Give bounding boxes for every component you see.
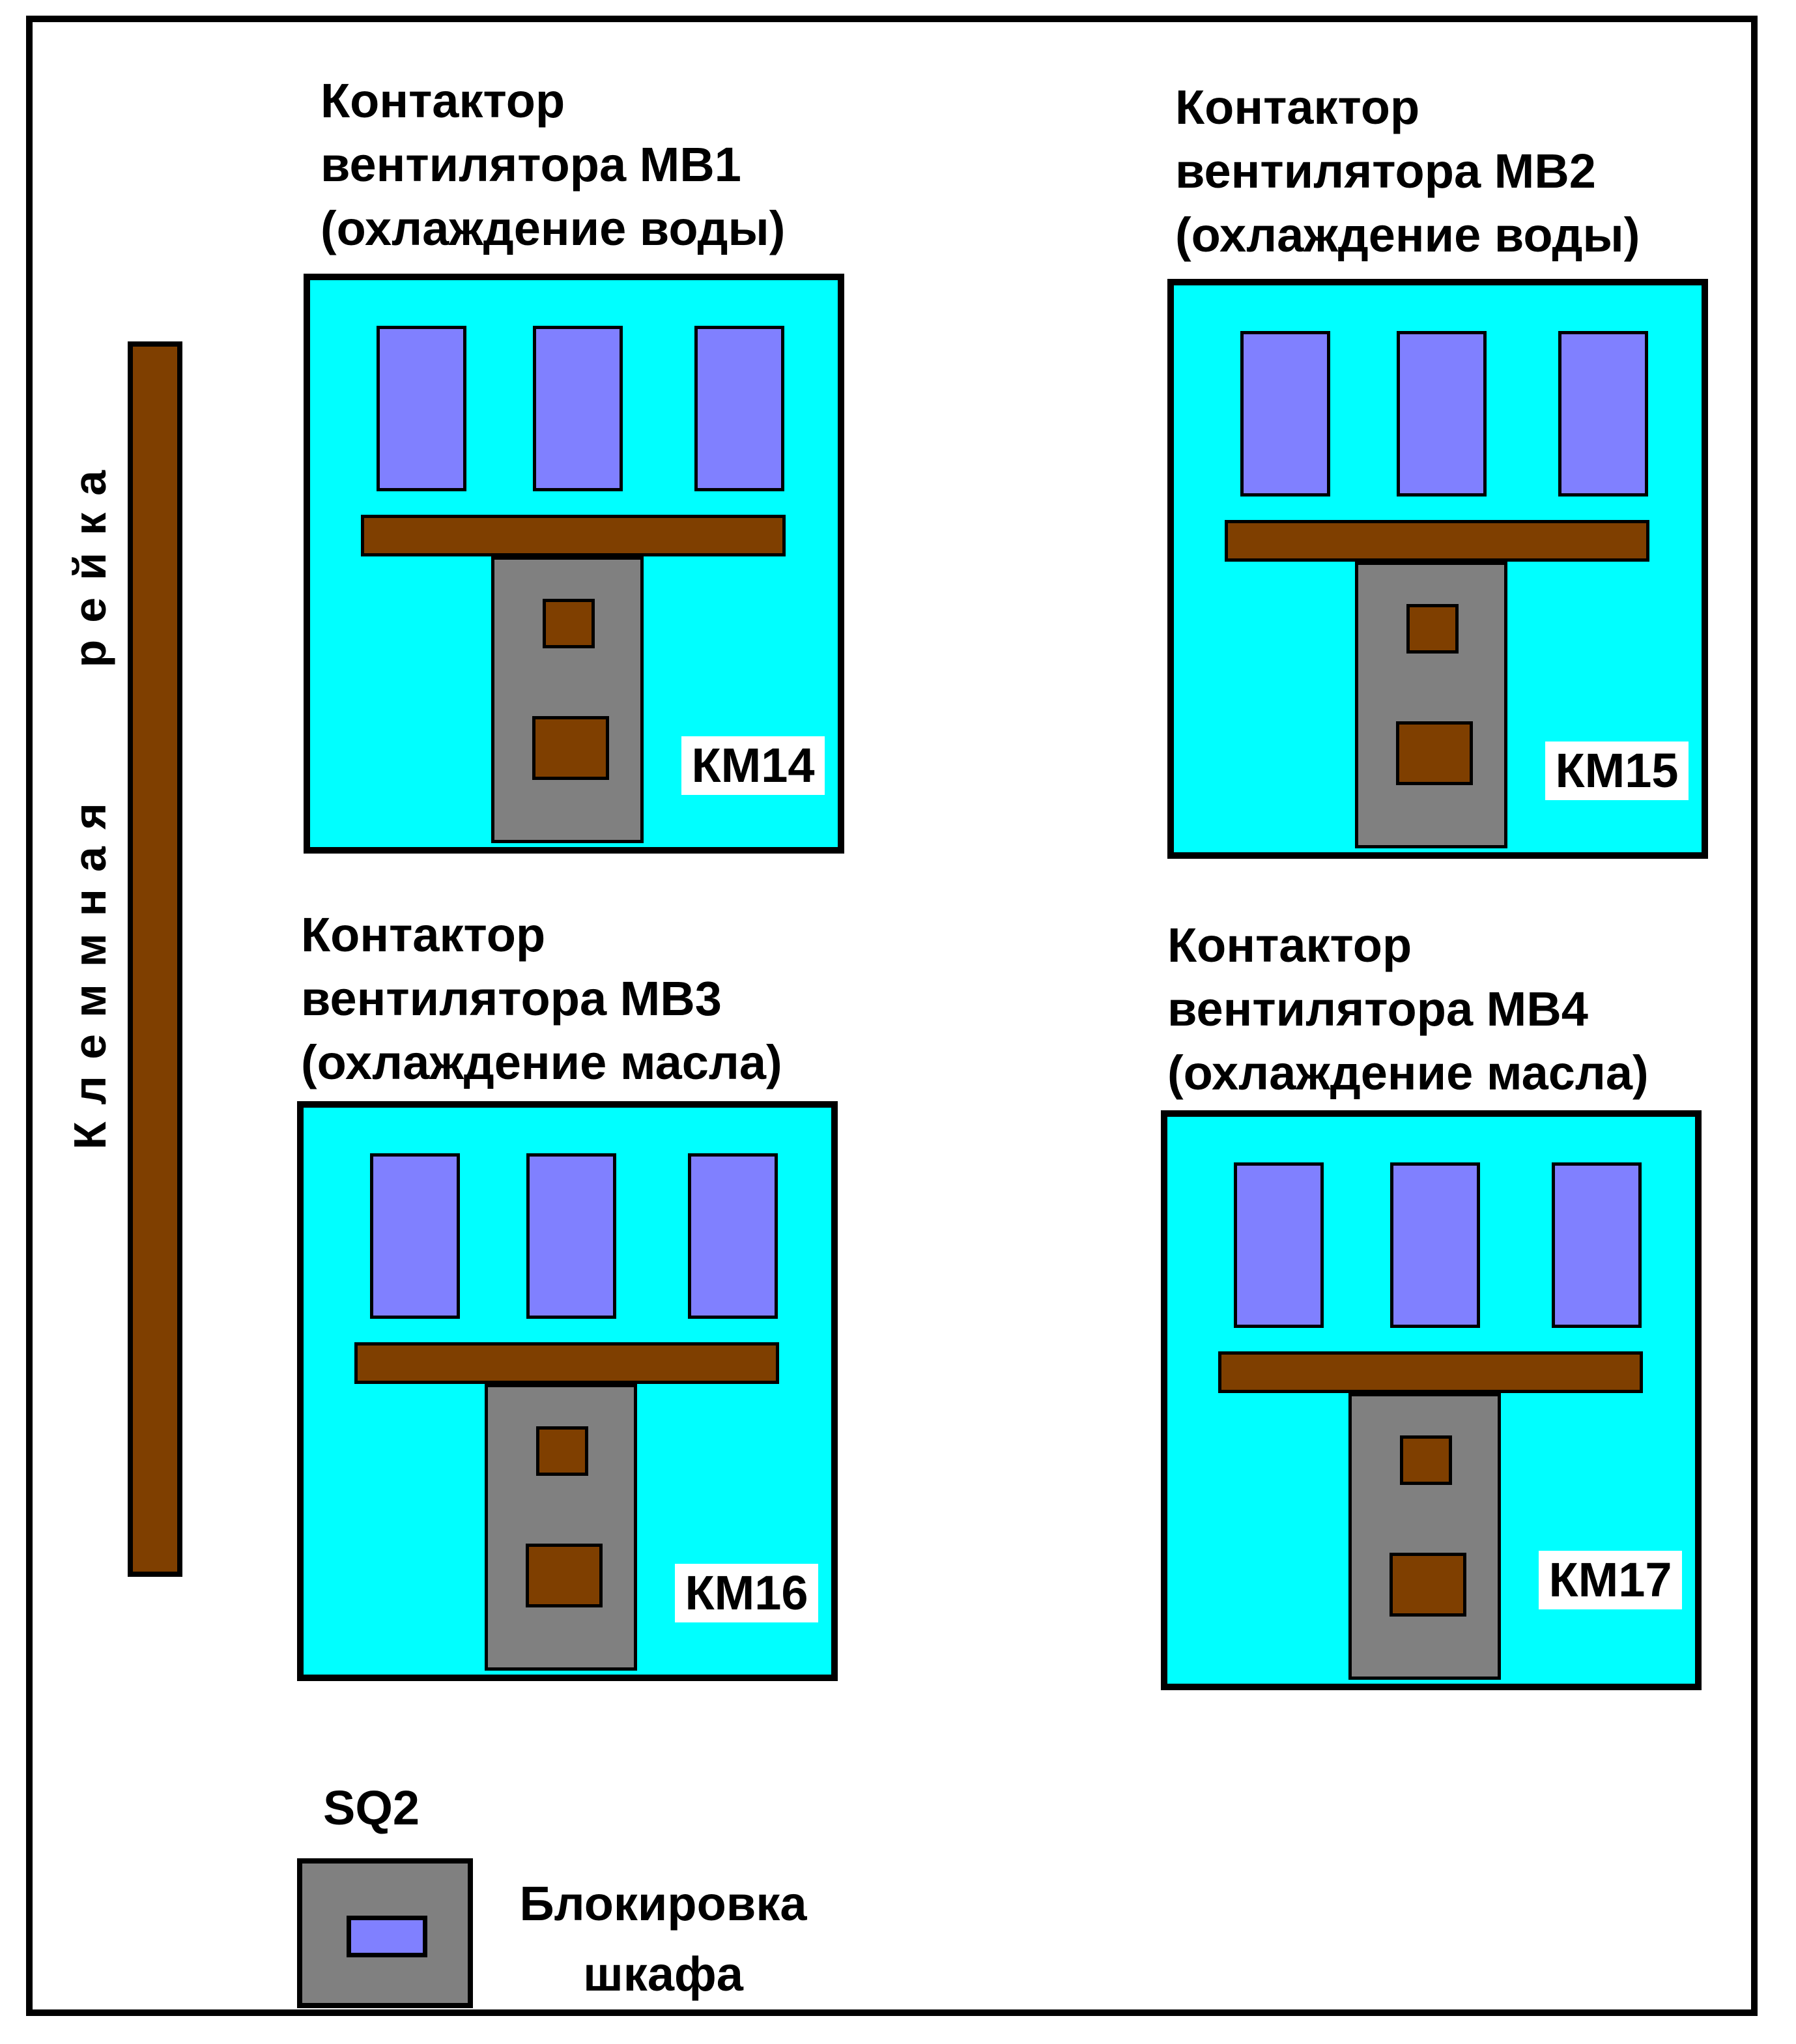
- switch-label-line-1: Блокировка: [519, 1877, 807, 1931]
- switch-label-line-2: шкафа: [583, 1947, 743, 2001]
- contactor-2-bus-bar: [1225, 520, 1649, 562]
- contactor-1-body: [491, 556, 644, 843]
- contactor-4-title-line-3: (охлаждение масла): [1167, 1046, 1649, 1100]
- contactor-1-title: Контактор вентилятора МВ1 (охлаждение во…: [321, 69, 785, 261]
- contactor-2-terminal-2: [1397, 331, 1487, 497]
- contactor-3-terminal-2: [526, 1153, 616, 1319]
- contactor-2-title-line-1: Контактор: [1175, 80, 1420, 134]
- contactor-1: КМ14: [304, 274, 844, 854]
- contactor-1-title-line-3: (охлаждение воды): [321, 201, 786, 255]
- contactor-2-coil-small: [1406, 604, 1459, 654]
- contactor-2-body: [1355, 562, 1507, 848]
- contactor-3-title: Контактор вентилятора МВ3 (охлаждение ма…: [301, 903, 782, 1095]
- contactor-3-coil-small: [536, 1426, 588, 1476]
- switch-id: SQ2: [323, 1781, 420, 1835]
- contactor-4-title-line-1: Контактор: [1167, 918, 1412, 972]
- contactor-3-coil-large: [526, 1544, 603, 1607]
- contactor-1-coil-large: [532, 716, 609, 780]
- contactor-2-title-line-2: вентилятора МВ2: [1175, 144, 1596, 198]
- contactor-4-bus-bar: [1218, 1351, 1643, 1393]
- contactor-1-title-line-1: Контактор: [321, 74, 565, 128]
- contactor-3-terminal-1: [370, 1153, 460, 1319]
- contactor-1-bus-bar: [361, 515, 786, 556]
- contactor-2-coil-large: [1396, 721, 1473, 785]
- terminal-rail: [128, 341, 182, 1577]
- door-interlock-switch: [297, 1858, 473, 2008]
- contactor-3-bus-bar: [354, 1342, 779, 1384]
- contactor-4-title-line-2: вентилятора МВ4: [1167, 982, 1588, 1036]
- switch-label: Блокировка шкафа: [494, 1869, 833, 2009]
- contactor-4-title: Контактор вентилятора МВ4 (охлаждение ма…: [1167, 914, 1649, 1105]
- contactor-2-terminal-1: [1240, 331, 1330, 497]
- contactor-2-title-line-3: (охлаждение воды): [1175, 208, 1640, 262]
- contactor-4-terminal-3: [1552, 1162, 1642, 1328]
- contactor-4-terminal-2: [1390, 1162, 1480, 1328]
- contactor-4-id: КМ17: [1539, 1551, 1682, 1609]
- contactor-3: КМ16: [297, 1101, 838, 1681]
- contactor-2-title: Контактор вентилятора МВ2 (охлаждение во…: [1175, 76, 1640, 267]
- cabinet-frame: [26, 16, 1758, 2016]
- contactor-1-id: КМ14: [681, 736, 825, 795]
- contactor-1-title-line-2: вентилятора МВ1: [321, 137, 741, 192]
- contactor-1-terminal-1: [377, 326, 466, 491]
- contactor-3-id: КМ16: [675, 1564, 818, 1622]
- contactor-4-body: [1348, 1393, 1501, 1680]
- contactor-3-title-line-3: (охлаждение масла): [301, 1035, 782, 1089]
- contactor-3-title-line-1: Контактор: [301, 908, 546, 962]
- contactor-2-terminal-3: [1558, 331, 1648, 497]
- contactor-3-title-line-2: вентилятора МВ3: [301, 972, 722, 1026]
- contactor-3-body: [485, 1384, 637, 1671]
- contactor-1-terminal-3: [694, 326, 784, 491]
- terminal-rail-label: Клеммная рейка: [64, 453, 115, 1150]
- contactor-1-coil-small: [543, 599, 595, 648]
- door-interlock-button: [347, 1916, 427, 1957]
- contactor-4-coil-small: [1400, 1435, 1452, 1485]
- contactor-4-coil-large: [1390, 1553, 1466, 1617]
- contactor-4-terminal-1: [1234, 1162, 1324, 1328]
- contactor-3-terminal-3: [688, 1153, 778, 1319]
- contactor-2-id: КМ15: [1545, 741, 1689, 800]
- contactor-2: КМ15: [1167, 279, 1708, 859]
- contactor-1-terminal-2: [533, 326, 623, 491]
- contactor-4: КМ17: [1161, 1110, 1702, 1690]
